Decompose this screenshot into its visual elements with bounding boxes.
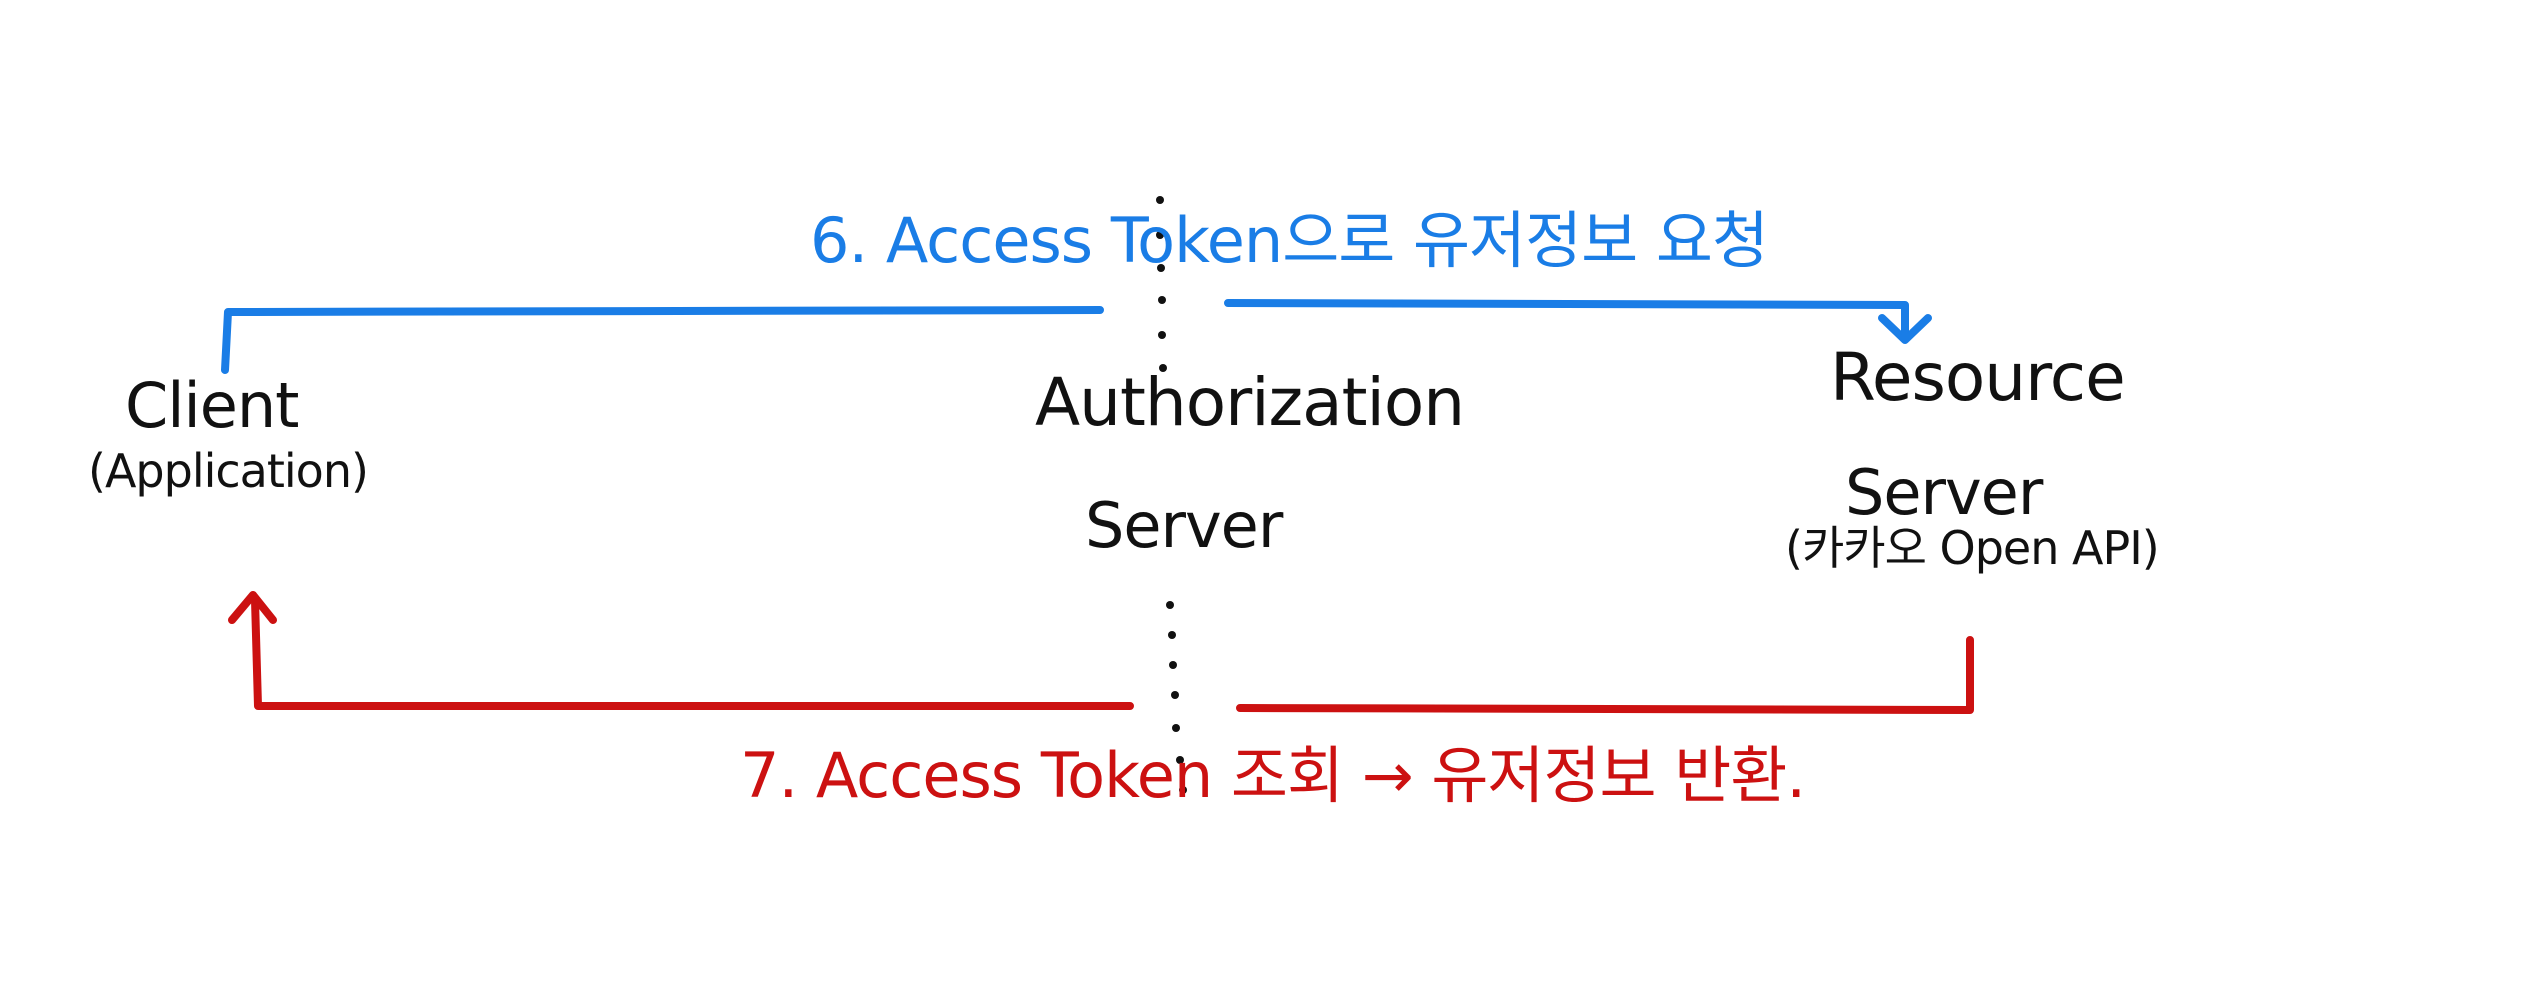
step6-arrowhead (1878, 314, 1932, 344)
step7-arrowhead (228, 591, 277, 624)
step7-arrow-left-segment (251, 596, 1134, 710)
step7-label: 7. Access Token 조회 → 유저정보 반환. (740, 739, 1806, 812)
step7-arrow-right-segment (1236, 636, 1974, 714)
resource-server-subtitle: Server (1845, 456, 2043, 529)
dotted-divider-lower (1166, 601, 1187, 794)
client-title: Client (125, 369, 299, 442)
dotted-divider-upper (1156, 196, 1167, 372)
authorization-server-subtitle: Server (1085, 489, 1283, 562)
client-subtitle: (Application) (88, 444, 369, 498)
resource-server-title: Resource (1830, 339, 2126, 416)
step6-label: 6. Access Token으로 유저정보 요청 (810, 204, 1769, 277)
authorization-server-title: Authorization (1035, 364, 1465, 441)
resource-server-detail: (카카오 Open API) (1785, 521, 2160, 575)
step6-arrow-right-segment (1224, 299, 1909, 342)
step6-arrow-left-segment (221, 306, 1104, 374)
